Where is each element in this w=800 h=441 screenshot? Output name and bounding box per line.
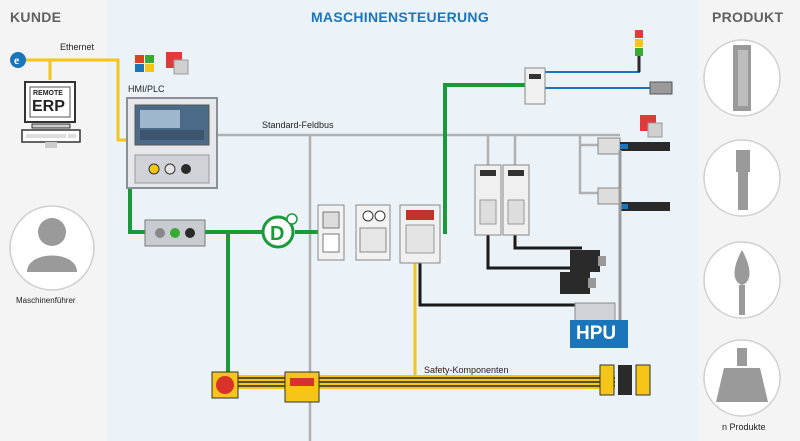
fieldbus-cable xyxy=(215,133,620,441)
pneumatic-cylinder xyxy=(597,137,670,155)
motor-cable xyxy=(418,235,582,307)
safety-switches xyxy=(599,364,651,396)
product-paintbrush-icon xyxy=(703,241,781,319)
safety-relay xyxy=(284,371,320,403)
product-brush-icon xyxy=(703,39,781,117)
emergency-stop-button xyxy=(211,371,239,399)
hmi-plc-panel xyxy=(126,97,218,189)
operator-label: Maschinenführer xyxy=(16,296,76,305)
svg-text:e: e xyxy=(14,53,20,67)
servo-motor xyxy=(560,272,596,294)
browser-icon: e xyxy=(10,52,26,68)
hpu-unit xyxy=(570,302,628,348)
svg-text:D: D xyxy=(270,223,284,245)
frequency-inverter xyxy=(399,204,441,264)
servo-drive xyxy=(502,164,530,236)
erp-label: ERP xyxy=(32,98,65,115)
pushbutton-box xyxy=(144,219,206,247)
io-module xyxy=(524,67,546,105)
safety-label: Safety-Komponenten xyxy=(424,365,509,375)
erp-computer-icon xyxy=(21,81,81,148)
hpu-label: HPU xyxy=(576,323,617,344)
ethernet-cable xyxy=(22,58,130,142)
ethernet-label: Ethernet xyxy=(60,42,95,52)
hmi-plc-label: HMI/PLC xyxy=(128,84,165,94)
pneumatic-cylinder xyxy=(597,187,670,211)
software-cube-icon xyxy=(166,52,189,75)
proximity-sensor xyxy=(649,81,673,95)
erp-top-label: REMOTE xyxy=(33,90,63,97)
operator-icon xyxy=(9,205,95,291)
contactor-unit xyxy=(355,204,391,261)
product-broom-icon xyxy=(703,339,781,417)
motor-protection-switch xyxy=(317,204,345,261)
servo-drive xyxy=(474,164,502,236)
windows-icon xyxy=(135,55,154,72)
sensor-cable xyxy=(545,71,650,89)
d-logo-connector: D xyxy=(261,213,298,249)
products-label: n Produkte xyxy=(722,422,766,432)
signal-tower xyxy=(635,30,643,72)
customer-heading: KUNDE xyxy=(10,9,62,25)
fieldbus-label: Standard-Feldbus xyxy=(262,120,334,130)
servo-motor xyxy=(570,250,606,272)
product-heading: PRODUKT xyxy=(712,9,784,25)
product-toothbrush-icon xyxy=(703,139,781,217)
software-cube-icon xyxy=(640,115,663,138)
machine-control-heading: MASCHINENSTEUERUNG xyxy=(310,9,490,25)
